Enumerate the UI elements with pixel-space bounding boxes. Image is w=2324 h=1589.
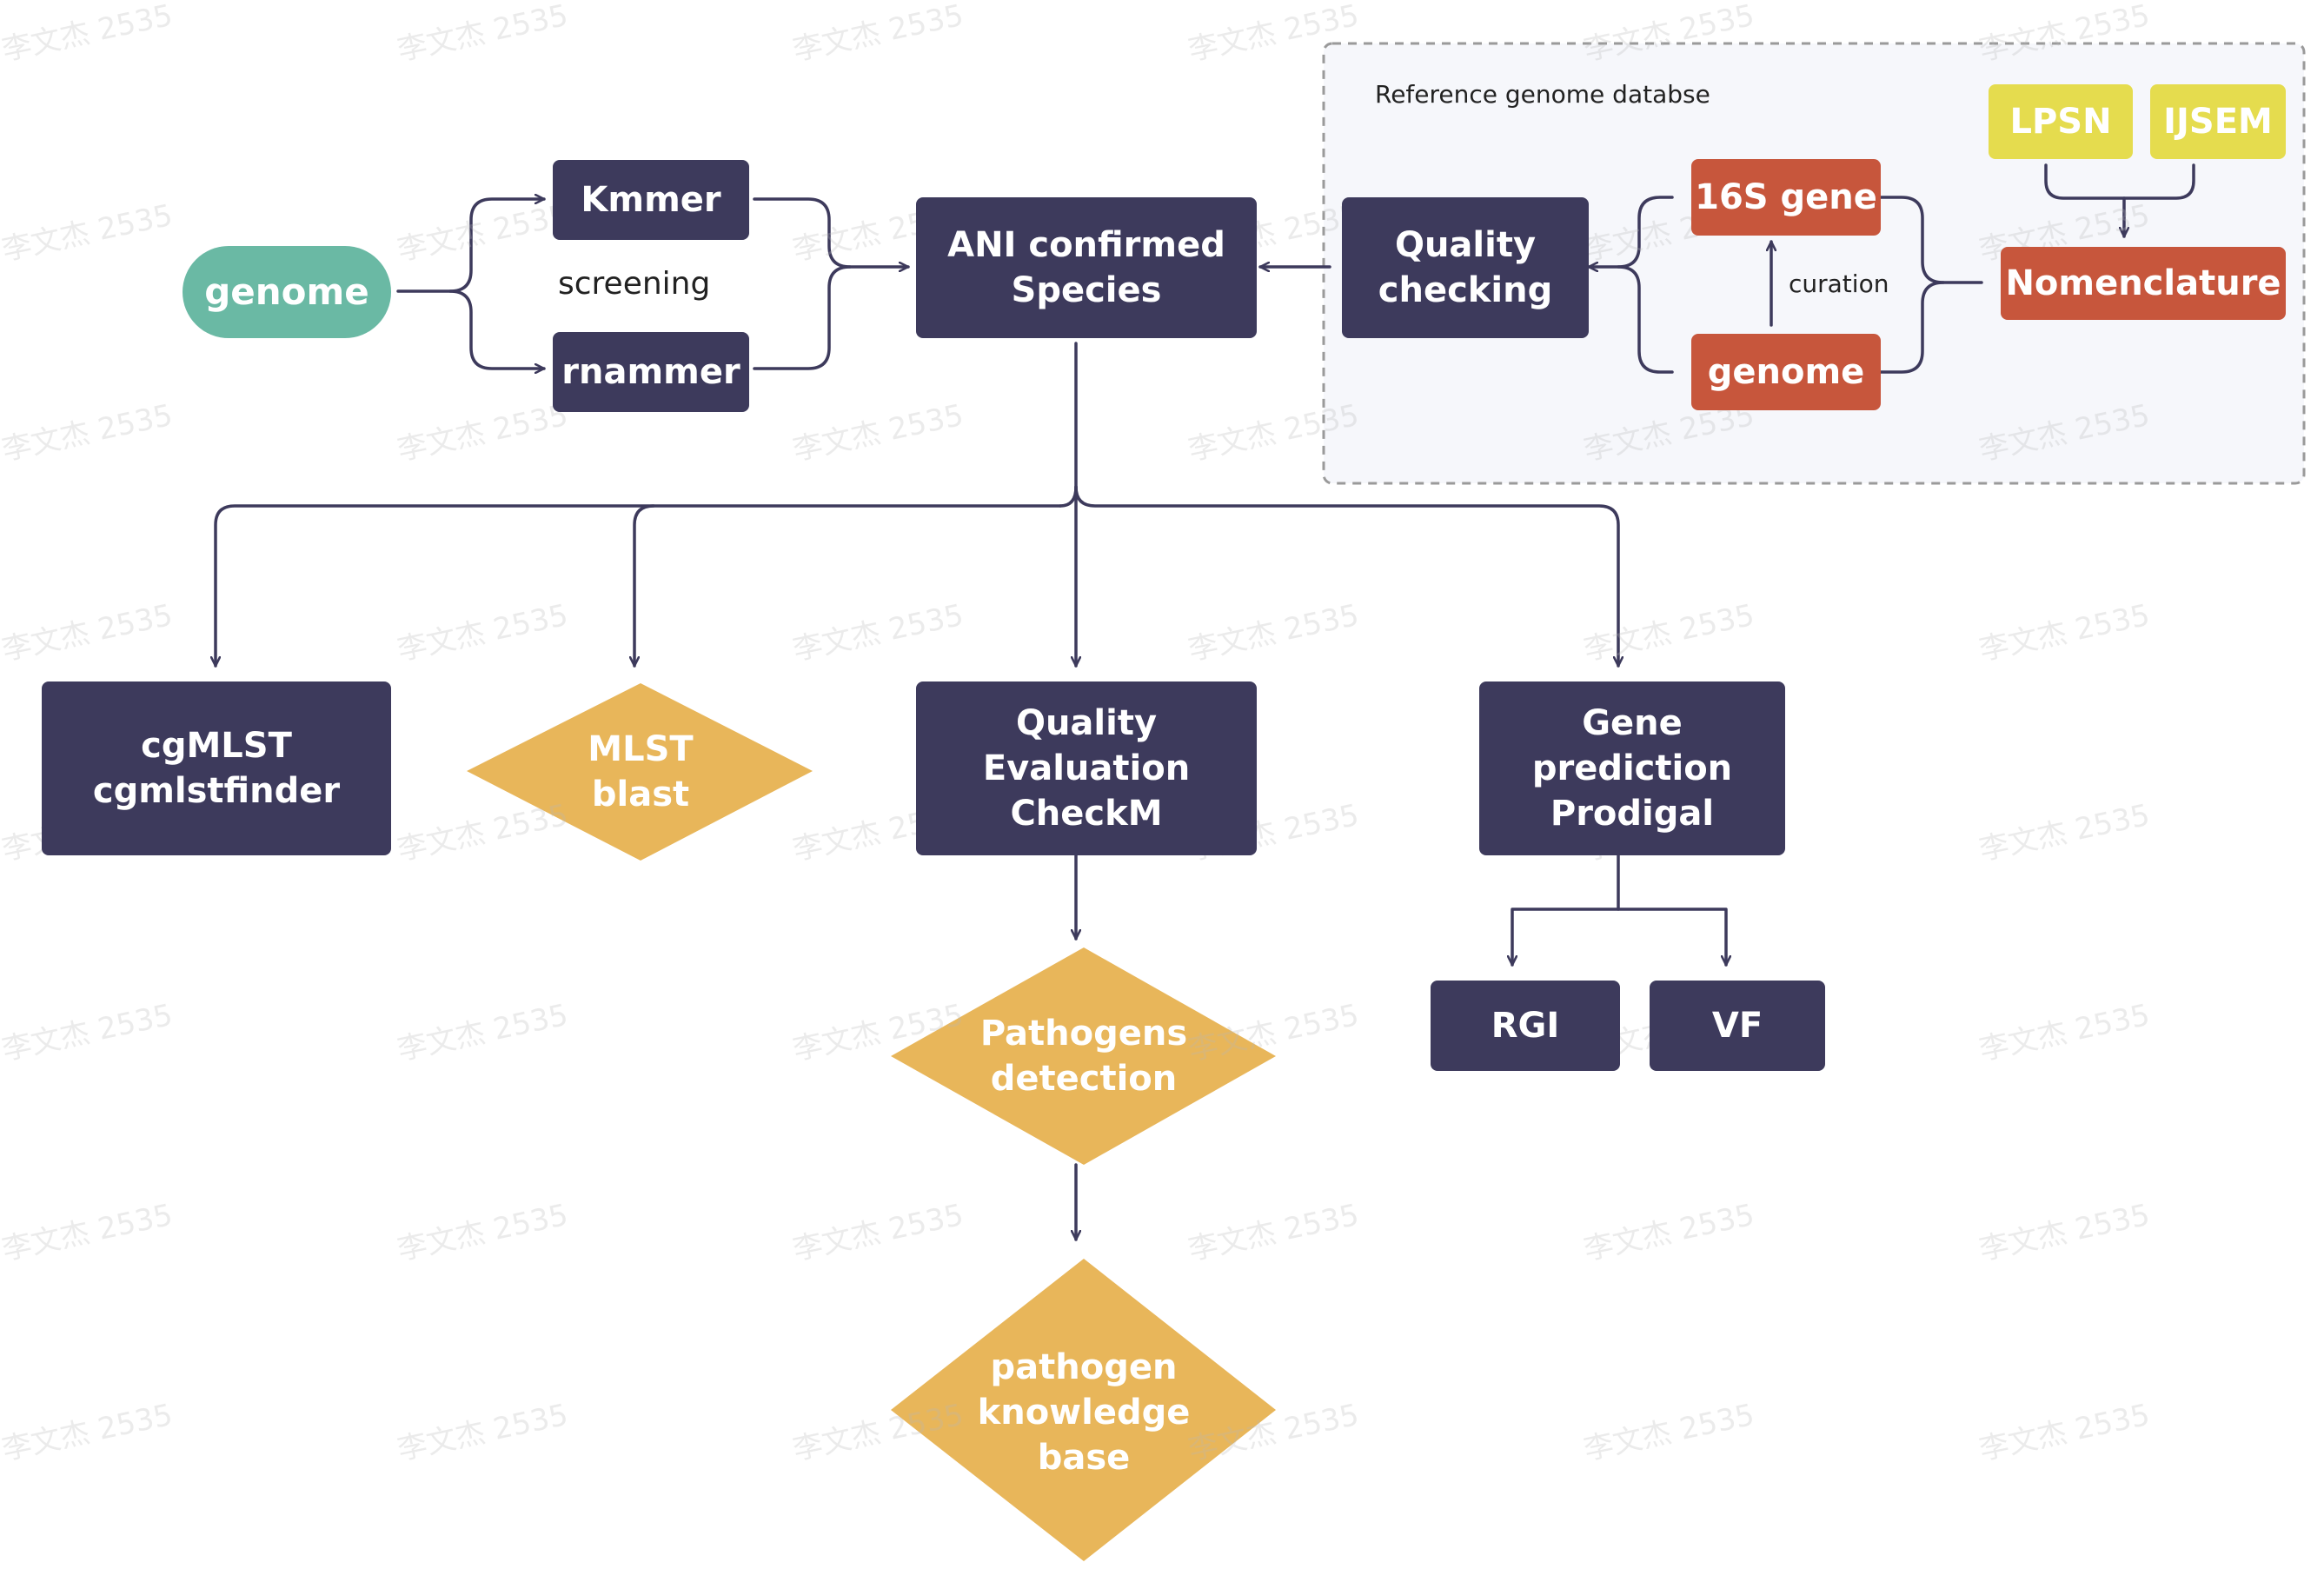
edge-genome-kmmer (396, 199, 546, 293)
watermark: 李文杰 2535 (1975, 1397, 2154, 1468)
reference-database-label: Reference genome databse (1375, 80, 1710, 109)
watermark: 李文杰 2535 (394, 997, 572, 1068)
edge-nomenclature-genome-ref (1869, 281, 1945, 372)
watermark: 李文杰 2535 (0, 597, 176, 668)
watermark: 李文杰 2535 (1185, 1197, 1363, 1268)
edge-rnammer-ani (753, 265, 852, 370)
16s-gene-node: 16S gene (1691, 159, 1881, 236)
rnammer-node: rnammer (553, 332, 749, 412)
lpsn-node: LPSN (1989, 84, 2133, 159)
edge-ani-mlst (634, 504, 655, 668)
edge-gene-prediction-split (1512, 848, 1620, 967)
watermark: 李文杰 2535 (0, 997, 176, 1068)
rgi-node: RGI (1431, 981, 1620, 1071)
watermark: 李文杰 2535 (1975, 797, 2154, 868)
watermark: 李文杰 2535 (1185, 597, 1363, 668)
edge-genome-ref-quality-checking (1617, 265, 1674, 374)
kmmer-node: Kmmer (553, 160, 749, 240)
watermark: 李文杰 2535 (789, 1197, 967, 1268)
watermark: 李文杰 2535 (1975, 997, 2154, 1068)
watermark: 李文杰 2535 (1185, 397, 1363, 469)
nomenclature-node: Nomenclature (2001, 247, 2286, 320)
watermark: 李文杰 2535 (1580, 1197, 1758, 1268)
watermark: 李文杰 2535 (789, 397, 967, 469)
edge-genome-rnammer (448, 289, 546, 369)
edge-ani-gene-prediction (1074, 485, 1618, 668)
screening-label: screening (558, 266, 711, 302)
watermark: 李文杰 2535 (1580, 1397, 1758, 1468)
watermark: 李文杰 2535 (1580, 0, 1758, 69)
watermark: 李文杰 2535 (394, 597, 572, 668)
pathogen-knowledge-base-diamond-shape (891, 1259, 1276, 1561)
genome-reference-node: genome (1691, 334, 1881, 410)
watermark: 李文杰 2535 (394, 1197, 572, 1268)
watermark: 李文杰 2535 (789, 0, 967, 69)
watermark: 李文杰 2535 (1975, 0, 2154, 69)
edge-lpsn-nomenclature (2044, 163, 2124, 238)
edge-nomenclature-16s (1869, 197, 1983, 284)
watermark: 李文杰 2535 (394, 197, 572, 269)
pathogens-detection-diamond-shape (891, 947, 1276, 1165)
watermark: 李文杰 2535 (1580, 597, 1758, 668)
mlst-diamond-shape (467, 683, 813, 861)
curation-label: curation (1789, 269, 1889, 298)
watermark: 李文杰 2535 (0, 0, 176, 69)
edge-16s-quality-checking (1587, 196, 1674, 267)
edge-ani-cgmlst (216, 504, 1062, 668)
ijsem-node: IJSEM (2150, 84, 2286, 159)
watermark: 李文杰 2535 (1975, 597, 2154, 668)
watermark: 李文杰 2535 (394, 397, 572, 469)
watermark: 李文杰 2535 (0, 197, 176, 269)
watermark: 李文杰 2535 (1975, 1197, 2154, 1268)
edge-ijsem-nomenclature (2122, 163, 2195, 200)
watermark: 李文杰 2535 (1185, 0, 1363, 69)
watermark: 李文杰 2535 (0, 1397, 176, 1468)
watermark: 李文杰 2535 (394, 1397, 572, 1468)
watermark: 李文杰 2535 (1975, 397, 2154, 469)
watermark: 李文杰 2535 (394, 0, 572, 69)
edge-gene-prediction-vf (1617, 908, 1726, 967)
watermark: 李文杰 2535 (0, 1197, 176, 1268)
edge-kmmer-ani (753, 197, 910, 267)
genome-input-node: genome (183, 246, 391, 338)
watermark: 李文杰 2535 (0, 397, 176, 469)
watermark: 李文杰 2535 (789, 597, 967, 668)
vf-node: VF (1650, 981, 1825, 1071)
